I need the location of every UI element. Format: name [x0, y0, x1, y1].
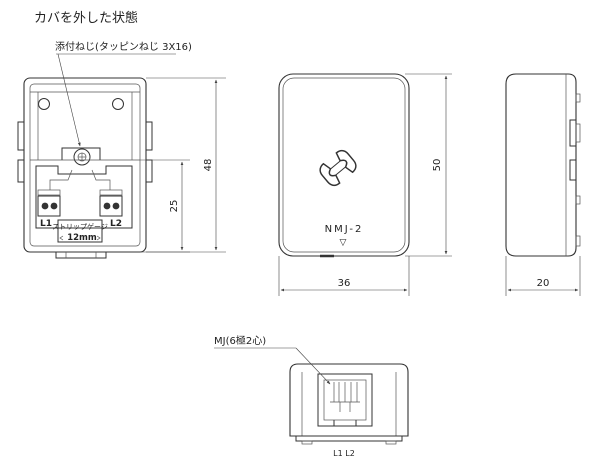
dim-value-48: 48: [203, 159, 214, 172]
caption-title: カバを外した状態: [34, 10, 138, 26]
dim-value-25: 25: [169, 200, 180, 213]
model-label: NMJ-2: [325, 224, 364, 235]
front-cover-view: NMJ-2 ▽ 50 36: [278, 73, 452, 296]
open-body-inner: [29, 83, 141, 247]
right-clip-upper: [145, 121, 153, 151]
strip-gauge-label: ストリップゲージ: [52, 222, 108, 231]
side-clip-lower: [569, 159, 577, 181]
dim-value-20: 20: [537, 278, 550, 289]
model-mark: ▽: [340, 238, 347, 248]
strip-gauge: [57, 219, 103, 243]
phone-icon: [319, 149, 357, 187]
bottom-body-outline: [289, 363, 409, 437]
screw-head: [73, 148, 91, 166]
left-clip-upper: [17, 121, 25, 151]
jack-leader: [295, 347, 331, 385]
screw-label: 添付ねじ(タッピンねじ 3X16): [55, 40, 192, 53]
pins-label: L1 L2: [333, 449, 355, 458]
terminal-left: [37, 195, 61, 217]
left-clip-lower: [17, 159, 25, 183]
strip-gauge-value: 12mm: [67, 233, 97, 243]
dim-value-50: 50: [432, 159, 443, 172]
terminal-block: [35, 165, 133, 229]
terminal-label-right: L2: [110, 219, 122, 229]
cover-body-outline: [278, 73, 410, 257]
right-clip-lower: [145, 159, 153, 183]
mount-hole-right: [112, 98, 124, 110]
cover-body-inner: [282, 77, 406, 253]
side-body-outline: [505, 73, 577, 257]
front-open-view: L1 L2 ストリップゲージ 12mm 添付ねじ(タッピンねじ 3X16) 48…: [17, 40, 226, 259]
jack-label: MJ(6極2心): [214, 334, 266, 347]
dim-value-36: 36: [338, 278, 351, 289]
open-bottom-foot: [55, 251, 107, 259]
side-view: 20: [505, 73, 581, 296]
bottom-view: MJ(6極2心) L1 L2: [214, 334, 409, 458]
mount-hole-left: [38, 98, 50, 110]
terminal-right: [99, 195, 123, 217]
screw-leader: [57, 53, 81, 147]
terminal-label-left: L1: [40, 219, 52, 229]
